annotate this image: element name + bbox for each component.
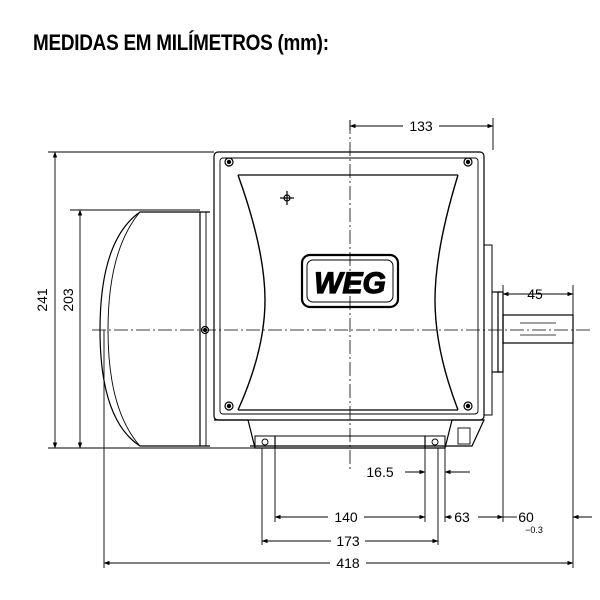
crosshair-icon xyxy=(280,191,294,205)
centerlines xyxy=(92,120,590,470)
dim-60: 60 xyxy=(518,509,534,525)
dim-45: 45 xyxy=(527,286,543,302)
dim-241: 241 xyxy=(34,288,50,312)
dim-173: 173 xyxy=(336,533,360,549)
dim-140: 140 xyxy=(334,509,358,525)
shaft xyxy=(502,314,574,344)
dim-60-tolerance: −0.3 xyxy=(525,525,543,535)
dim-63: 63 xyxy=(454,509,470,525)
dim-16-5: 16.5 xyxy=(366,464,393,480)
motor-feet xyxy=(214,419,485,449)
motor-body xyxy=(99,151,574,449)
logo-text: WEG xyxy=(314,267,386,300)
dim-418: 418 xyxy=(336,555,360,571)
fan-cover xyxy=(99,211,210,447)
dim-133: 133 xyxy=(409,118,433,134)
page-title: MEDIDAS EM MILÍMETROS (mm): xyxy=(33,30,329,55)
dim-203: 203 xyxy=(60,288,76,312)
